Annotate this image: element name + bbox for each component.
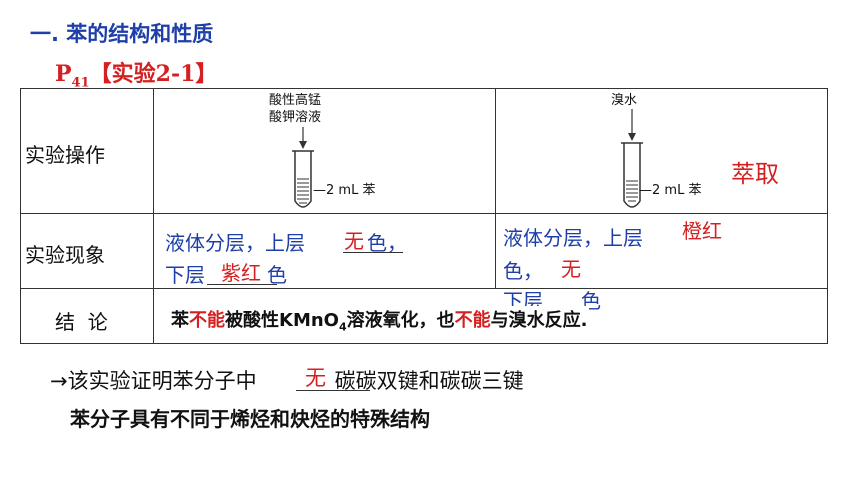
- phen1-answer-purple: 紫红: [221, 261, 261, 285]
- test-tube-bromine-icon: [621, 109, 643, 208]
- phen2-answer-orange: 橙红: [682, 219, 722, 243]
- phen1-answer-colorless: 无: [344, 229, 364, 253]
- arrow-answer: 无: [305, 366, 326, 390]
- answer-underline: [343, 252, 403, 253]
- reagent-kmno4-label: 酸性高锰 酸钾溶液: [269, 93, 322, 125]
- phen2-answer-colorless: 无: [561, 257, 581, 281]
- answer-underline: [207, 284, 277, 285]
- row-label-conclusion: 结 论: [55, 310, 108, 334]
- test-tube-kmno4-icon: [292, 127, 314, 208]
- right-arrow-icon: →: [50, 369, 68, 393]
- phen2-line1: 液体分层，上层: [503, 226, 643, 250]
- row-label-phenomenon: 实验现象: [25, 243, 105, 267]
- row-label-operation: 实验操作: [25, 143, 105, 167]
- col-divider: [495, 89, 496, 289]
- row-divider: [21, 213, 827, 214]
- reagent-bromine-water-label: 溴水: [611, 93, 638, 108]
- page-number: 41: [71, 75, 90, 91]
- experiment-label: 【实验2-1】: [89, 61, 218, 87]
- section-heading: 一. 苯的结构和性质: [30, 22, 214, 46]
- arrow-statement: →该实验证明苯分子中碳碳双键和碳碳三键: [50, 369, 524, 393]
- row-divider: [21, 288, 827, 289]
- experiment-table: 实验操作 实验现象 结 论 酸性高锰 酸钾溶液 —2 mL 苯 溴水 —2 mL…: [20, 88, 828, 344]
- phen1-line2: 下层色: [165, 263, 287, 287]
- tube-label-benzene: —2 mL 苯: [313, 183, 376, 198]
- page-prefix: P: [55, 61, 72, 87]
- col-divider: [153, 89, 154, 343]
- summary-statement: 苯分子具有不同于烯烃和炔烃的特殊结构: [70, 407, 430, 431]
- phen1-line1: 液体分层，上层色，: [165, 231, 407, 255]
- extraction-note: 萃取: [731, 160, 779, 188]
- experiment-reference: P41【实验2-1】: [55, 56, 217, 90]
- answer-underline: [296, 390, 370, 391]
- tube-label-benzene-2: —2 mL 苯: [639, 183, 702, 198]
- conclusion-text: 苯不能被酸性KMnO4溶液氧化，也不能与溴水反应.: [169, 306, 590, 334]
- phen2-line2: 色，: [503, 259, 543, 283]
